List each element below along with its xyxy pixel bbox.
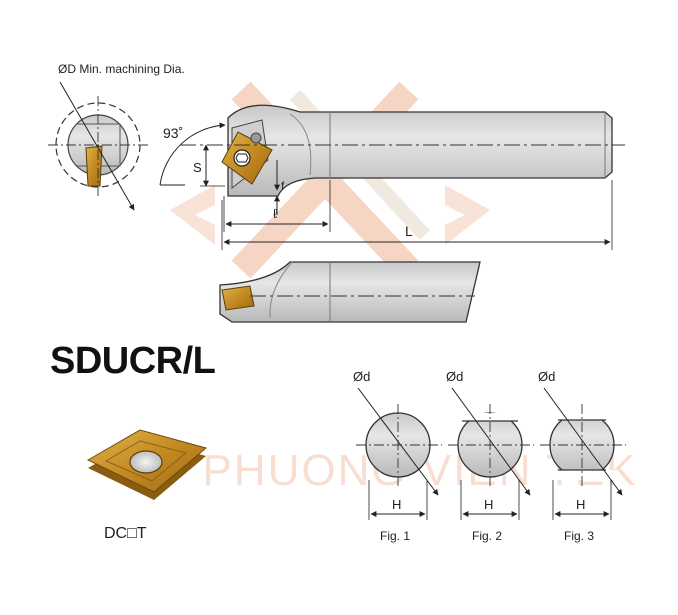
angle-label: 93˚ bbox=[163, 125, 183, 141]
fig3-caption: Fig. 3 bbox=[564, 529, 594, 543]
model-title: SDUCR/L bbox=[50, 340, 216, 382]
l-small-dimension bbox=[223, 180, 331, 232]
min-dia-label: ØD Min. machining Dia. bbox=[58, 62, 185, 76]
f-label: f bbox=[281, 179, 285, 193]
fig2-section bbox=[448, 387, 534, 520]
fig1-section bbox=[356, 387, 442, 520]
fig3-section bbox=[540, 387, 626, 520]
fig2-od-label: Ød bbox=[446, 369, 463, 384]
l-big-dimension bbox=[221, 180, 613, 250]
l-small-label: ℓ bbox=[273, 206, 278, 221]
side-view-bottom bbox=[219, 261, 481, 323]
s-dimension bbox=[200, 144, 225, 187]
fig3-h-label: H bbox=[576, 497, 585, 512]
end-view bbox=[48, 81, 150, 211]
insert-code-label: DC□T bbox=[104, 525, 147, 542]
angle-dimension bbox=[159, 122, 226, 186]
fig1-h-label: H bbox=[392, 497, 401, 512]
fig2-caption: Fig. 2 bbox=[472, 529, 502, 543]
fig2-h-label: H bbox=[484, 497, 493, 512]
insert-dc-image bbox=[86, 429, 208, 500]
fig1-caption: Fig. 1 bbox=[380, 529, 410, 543]
l-big-label: L bbox=[405, 223, 413, 239]
side-view-top bbox=[180, 104, 625, 197]
fig1-od-label: Ød bbox=[353, 369, 370, 384]
fig3-od-label: Ød bbox=[538, 369, 555, 384]
watermark-chevrons bbox=[170, 185, 490, 245]
s-label: S bbox=[193, 160, 202, 175]
